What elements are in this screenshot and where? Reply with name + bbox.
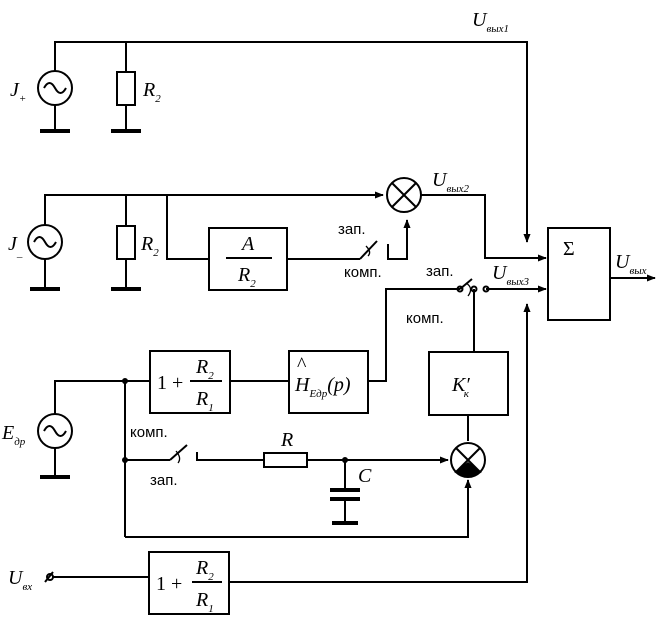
r2-top-label: R2 (142, 79, 161, 105)
h-filter-hat: ^ (297, 354, 307, 376)
gain-lower-num: R2 (195, 557, 214, 583)
e-dr-label: Eдр (1, 422, 26, 448)
branch-e-dr (37, 278, 547, 538)
resistor-r (263, 452, 308, 468)
u-in-label: Uвх (8, 567, 32, 593)
gain-lower-one: 1 (156, 573, 166, 595)
block-a-den: R2 (237, 264, 256, 290)
gain-lower-den: R1 (195, 589, 214, 615)
switch-2-label-b: комп. (406, 310, 444, 327)
u-out1-label: Uвых1 (472, 9, 509, 35)
switch-3-label-b: зап. (150, 472, 178, 489)
switch-2-label-a: зап. (426, 263, 454, 280)
switch-2-icon (459, 278, 473, 290)
switch-1-label-a: зап. (338, 221, 366, 238)
block-k (428, 351, 509, 416)
gain-upper-den: R1 (195, 388, 214, 414)
switch-3-label-a: комп. (130, 424, 168, 441)
branch-u-in (44, 303, 531, 615)
sum-block (547, 227, 656, 321)
gain-upper-one: 1 (157, 372, 167, 394)
u-out-label: Uвых (615, 251, 647, 277)
resistor-r-label: R (280, 429, 293, 451)
block-h-filter (288, 350, 369, 414)
h-filter-label: HEдр(p) (294, 374, 351, 400)
u-out2-label: Uвых2 (432, 169, 470, 195)
gain-upper-num: R2 (195, 356, 214, 382)
switch-1-label-b: комп. (344, 264, 382, 281)
switch-3-icon (169, 444, 188, 461)
u-out3-label: Uвых3 (492, 262, 530, 288)
sum-symbol: Σ (563, 238, 575, 260)
block-a-over-r2 (208, 227, 288, 291)
gain-lower-plus: + (171, 573, 182, 595)
r2-mid-label: R2 (140, 233, 159, 259)
j-plus-label: J+ (10, 79, 26, 105)
branch-j-plus (37, 41, 531, 243)
k-block-label: K′к (451, 374, 470, 400)
branch-j-minus (27, 177, 547, 291)
block-a-num: A (240, 233, 255, 255)
j-minus-label: J_ (8, 233, 23, 259)
gain-upper-plus: + (172, 372, 183, 394)
capacitor-c-label: C (358, 465, 372, 487)
resistor-r2-top (116, 71, 136, 106)
resistor-r2-mid (116, 225, 136, 260)
